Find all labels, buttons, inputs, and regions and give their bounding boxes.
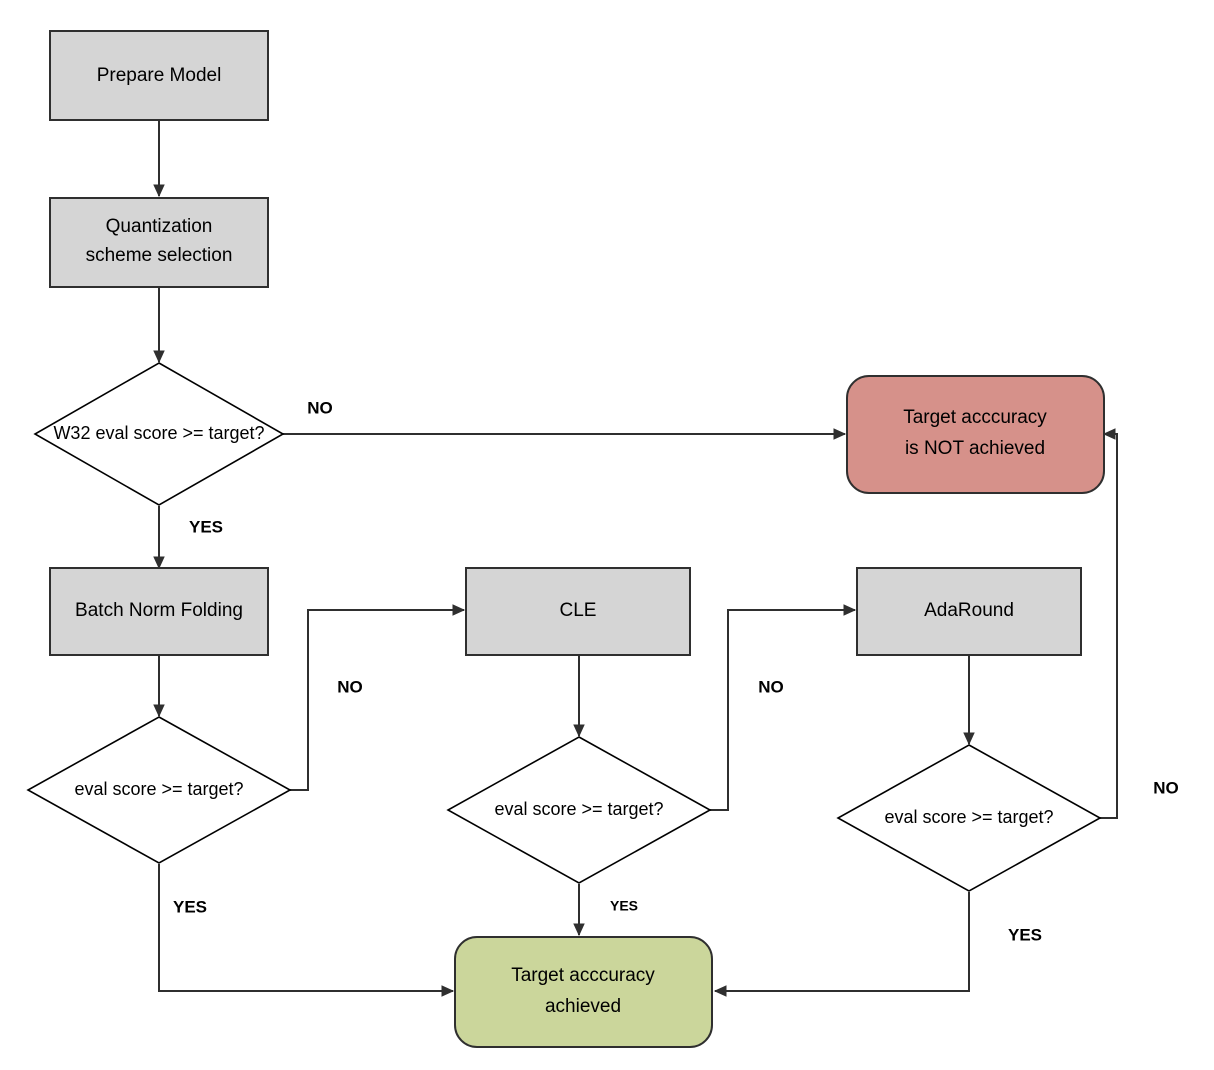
edge-label-adaround-yes: YES	[1008, 925, 1042, 944]
node-decision-w32-label: W32 eval score >= target?	[53, 423, 264, 443]
node-cle-label: CLE	[560, 600, 597, 621]
edge-label-cle-no: NO	[758, 677, 784, 696]
edge-label-bnf-yes: YES	[173, 897, 207, 916]
node-target-accuracy-achieved[interactable]: Target acccuracy achieved	[454, 936, 713, 1048]
node-quantization-scheme-label-line2: scheme selection	[86, 245, 233, 266]
node-decision-bnf-label: eval score >= target?	[74, 779, 243, 799]
node-target-achieved-label-line2: achieved	[545, 996, 621, 1017]
node-quantization-scheme-selection[interactable]: Quantization scheme selection	[49, 197, 269, 288]
edge-bnf-yes-to-success	[158, 864, 455, 997]
node-target-achieved-label-line1: Target acccuracy	[511, 965, 655, 986]
edge-adaround-no-to-failure	[1100, 428, 1118, 819]
edge-label-bnf-no: NO	[337, 677, 363, 696]
node-decision-adaround-eval-score[interactable]: eval score >= target?	[836, 744, 1102, 892]
node-quantization-scheme-label-line1: Quantization	[106, 216, 213, 237]
node-prepare-model-label: Prepare Model	[97, 65, 222, 86]
node-decision-cle-eval-score[interactable]: eval score >= target?	[446, 736, 712, 884]
node-target-not-achieved-label-line1: Target acccuracy	[903, 407, 1047, 428]
edge-adaround-yes-to-success	[713, 892, 970, 997]
node-target-accuracy-not-achieved[interactable]: Target acccuracy is NOT achieved	[846, 375, 1105, 494]
node-cle[interactable]: CLE	[465, 567, 691, 656]
node-target-not-achieved-label-line2: is NOT achieved	[905, 438, 1045, 459]
node-adaround[interactable]: AdaRound	[856, 567, 1082, 656]
node-prepare-model[interactable]: Prepare Model	[49, 30, 269, 121]
node-batch-norm-folding-label: Batch Norm Folding	[75, 600, 243, 621]
edge-label-adaround-no: NO	[1153, 778, 1179, 797]
node-decision-cle-label: eval score >= target?	[494, 799, 663, 819]
node-decision-w32-eval-score[interactable]: W32 eval score >= target?	[33, 362, 285, 506]
node-decision-bnf-eval-score[interactable]: eval score >= target?	[26, 716, 292, 864]
edge-label-w32-yes: YES	[189, 517, 223, 536]
node-decision-adaround-label: eval score >= target?	[884, 807, 1053, 827]
edge-bnf-no-to-cle	[290, 604, 466, 791]
edge-cle-no-to-adaround	[710, 604, 857, 811]
edge-label-cle-yes: YES	[610, 898, 638, 914]
node-adaround-label: AdaRound	[924, 600, 1014, 621]
node-batch-norm-folding[interactable]: Batch Norm Folding	[49, 567, 269, 656]
edge-label-w32-no: NO	[307, 398, 333, 417]
